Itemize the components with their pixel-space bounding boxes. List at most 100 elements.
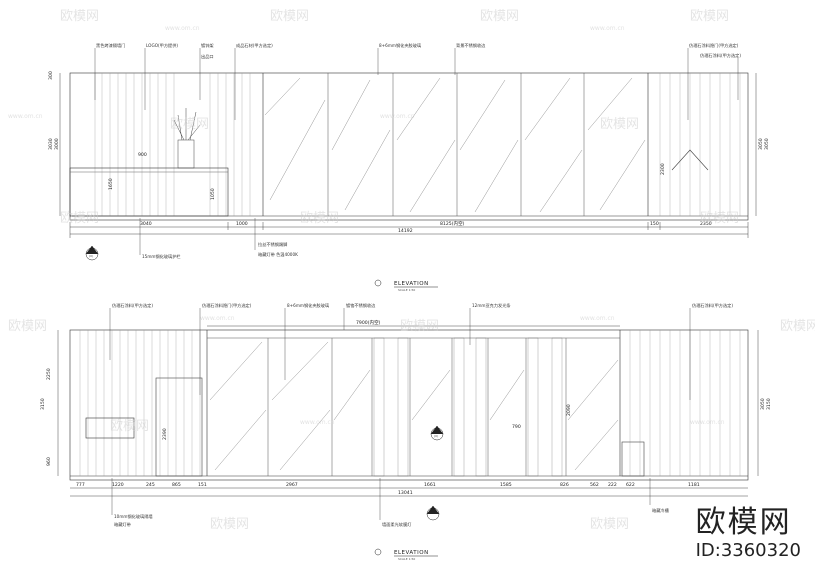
bottom-dim-10: 562	[590, 482, 599, 488]
top-plant	[173, 108, 201, 169]
bottom-glass-dividers	[267, 338, 567, 476]
wm-url: www.om.cn	[200, 315, 235, 322]
bottom-label-7: 10mm钢化玻璃隔墙	[114, 513, 153, 520]
bottom-dim-7: 1661	[424, 482, 436, 488]
bottom-dim-right-1: 3050	[760, 398, 766, 410]
bottom-left-panel-strips	[79, 330, 201, 476]
top-label-3: 镀锌架	[201, 42, 214, 49]
bottom-dim-3: 245	[146, 482, 155, 488]
bottom-label-4: 镀铬不锈钢收边	[346, 302, 376, 309]
top-reception-counter	[69, 167, 229, 217]
top-dim-2: 1000	[236, 221, 248, 227]
bottom-dim-left-2: 3150	[40, 398, 46, 410]
top-dim-inner-4: 2300	[660, 163, 666, 175]
wm-tile: 欧模网	[600, 117, 639, 132]
bottom-dimension-lines	[57, 325, 759, 497]
wm-tile: 欧模网	[170, 117, 209, 132]
top-label-7: 仿理石涂料隐门(甲方选定)	[689, 42, 739, 49]
bottom-light-bars	[373, 337, 563, 477]
bottom-dim-6: 2967	[286, 482, 298, 488]
bottom-dim-8: 1585	[500, 482, 512, 488]
top-dimension-lines	[59, 73, 757, 238]
top-glass-reflection-hatch	[264, 77, 646, 213]
bottom-title: ELEVATION	[394, 550, 429, 556]
top-dim-inner-2: 1050	[210, 188, 216, 200]
bottom-label-9: 墙面柔光软膜灯	[382, 521, 412, 528]
wm-url: www.om.cn	[8, 113, 43, 120]
bottom-scale: SCALE 1:50	[398, 557, 415, 561]
bottom-dim-2: 1220	[112, 482, 124, 488]
top-scale: SCALE 1:50	[398, 288, 415, 292]
wm-url: www.om.cn	[690, 419, 725, 426]
bottom-dim-11: 222	[608, 482, 617, 488]
wm-url: www.om.cn	[380, 113, 415, 120]
wm-url: www.om.cn	[165, 25, 200, 32]
top-glass-dividers	[327, 73, 585, 216]
bottom-label-1: 仿理石涂料(甲方选定)	[112, 302, 153, 309]
wm-tile: 欧模网	[60, 211, 99, 226]
wm-tile: 欧模网	[690, 9, 729, 24]
bottom-label-8: 暗藏灯带	[114, 521, 131, 528]
bottom-label-5: 12mm亚克力发光条	[472, 302, 511, 309]
bottom-label-10: 暗藏冷槽	[652, 507, 670, 514]
wm-tile: 欧模网	[780, 319, 815, 334]
bottom-title-block: ELEVATION SCALE 1:50	[374, 548, 438, 561]
wm-tile: 欧模网	[110, 419, 149, 434]
bottom-glass-reflection-hatch	[209, 341, 619, 471]
bottom-dim-inner-3: 790	[512, 424, 521, 430]
bottom-label-6: 仿理石涂料(甲方选定)	[692, 302, 733, 309]
top-dim-3: 8125(内空)	[440, 220, 465, 227]
wm-tile: 欧模网	[700, 211, 739, 226]
top-title: ELEVATION	[394, 281, 429, 287]
top-label-9: 出品口	[201, 53, 214, 60]
top-label-11: 拉丝不锈钢踢脚	[258, 241, 287, 248]
top-title-block: ELEVATION SCALE 1:50	[374, 279, 438, 292]
bottom-elevation	[57, 308, 759, 520]
wm-tile: 欧模网	[480, 9, 519, 24]
bottom-label-2: 仿理石涂料隐门(甲方选定)	[202, 302, 252, 309]
top-callout-label: (0)	[89, 254, 93, 258]
top-label-2: LOGO(甲方提供)	[146, 42, 178, 49]
watermark-id: ID:3360320	[695, 540, 801, 561]
bottom-cabinet	[621, 441, 645, 477]
watermark-url-tiles: www.om.cn www.om.cn www.om.cn www.om.cn …	[8, 25, 725, 426]
wm-tile: 欧模网	[270, 9, 309, 24]
watermark-tiles: 欧模网 欧模网 欧模网 欧模网 欧模网 欧模网 欧模网 欧模网 欧模网 欧模网 …	[8, 9, 815, 532]
bottom-dim-9: 826	[560, 482, 569, 488]
bottom-dim-inner-2: 2090	[566, 404, 572, 416]
top-left-panel-strips	[94, 73, 251, 216]
top-dim-right-1: 3050	[758, 138, 764, 150]
top-dim-5: 2350	[700, 221, 712, 227]
bottom-dim-5: 151	[198, 482, 207, 488]
wm-tile: 欧模网	[210, 517, 249, 532]
top-label-8: 仿理石涂料(甲方选定)	[700, 52, 741, 59]
bottom-leader-lines	[109, 308, 691, 520]
top-elevation	[59, 48, 757, 255]
wm-url: www.om.cn	[590, 25, 625, 32]
top-dim-right-2: 3050	[764, 138, 770, 150]
top-right-panel-strips	[659, 73, 741, 216]
top-label-1: 黑色烤漆隔墙门	[96, 42, 125, 49]
bottom-section-callout	[426, 425, 444, 521]
wm-url: www.om.cn	[300, 419, 335, 426]
top-dim-1: 3040	[140, 221, 152, 227]
bottom-right-panel-strips	[629, 330, 741, 476]
top-label-4: 成品石材(甲方选定)	[236, 42, 273, 49]
top-dim-4: 150	[650, 221, 659, 227]
top-label-12: 暗藏灯带 色温4000K	[258, 251, 298, 258]
top-dim-left-2: 3030	[48, 138, 54, 150]
top-dim-inner-1: 900	[138, 152, 147, 158]
bottom-dim-right-2: 3150	[766, 398, 772, 410]
top-leader-lines	[94, 48, 739, 255]
top-dim-inner-3: 1650	[108, 178, 114, 190]
top-label-5: 8+6mm钢化夹胶玻璃	[379, 42, 421, 49]
top-dim-left-1: 300	[48, 71, 54, 80]
bottom-dim-inner-1: 2390	[162, 428, 168, 440]
wm-url: www.om.cn	[580, 315, 615, 322]
bottom-dim-13: 1181	[688, 482, 700, 488]
wm-tile: 欧模网	[8, 319, 47, 334]
bottom-dim-4: 865	[172, 482, 181, 488]
bottom-dim-12: 622	[626, 482, 635, 488]
bottom-label-3: 8+6mm钢化夹胶玻璃	[287, 302, 329, 309]
bottom-dim-total: 13041	[398, 490, 413, 496]
